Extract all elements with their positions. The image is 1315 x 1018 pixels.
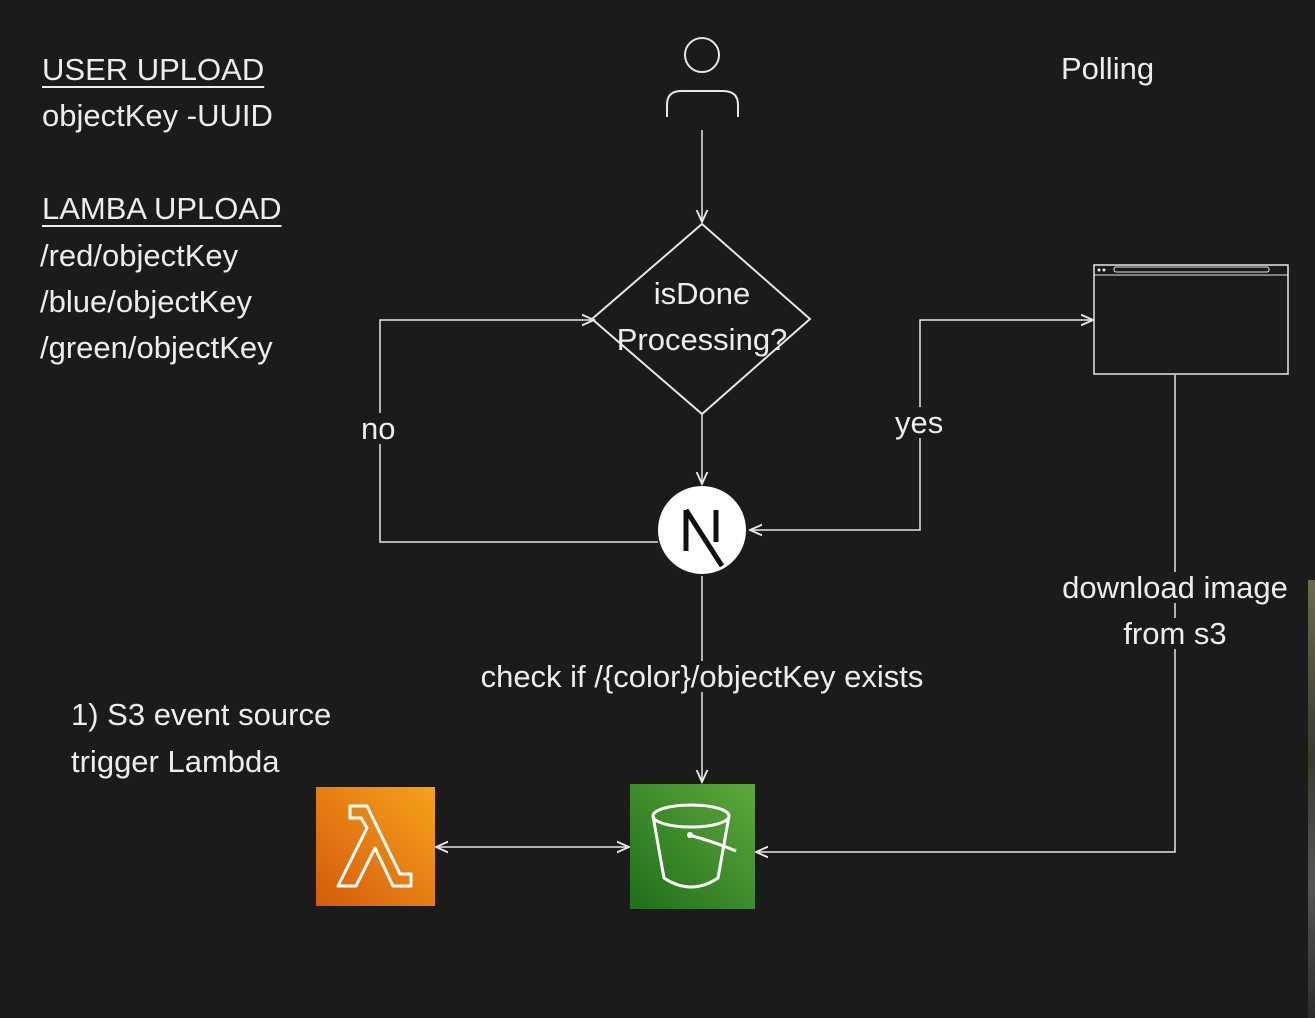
trigger-label-line2: trigger Lambda (71, 744, 280, 779)
aws-s3-bucket-icon (630, 784, 755, 909)
lambda-path-red: /red/objectKey (40, 238, 239, 273)
download-label-line2: from s3 (1045, 618, 1305, 649)
decision-label-line2: Processing? (616, 322, 788, 357)
no-label: no (361, 411, 396, 446)
decision-label-line1: isDone (653, 276, 751, 311)
download-label-line1: download image (1045, 572, 1305, 603)
nextjs-logo (658, 486, 746, 574)
edge-download-from-s3 (756, 375, 1176, 852)
lambda-upload-heading: LAMBA UPLOAD (42, 191, 282, 226)
user-icon (666, 37, 739, 117)
trigger-label-line1: 1) S3 event source (71, 697, 332, 732)
user-upload-heading: USER UPLOAD (42, 52, 265, 87)
polling-label: Polling (1061, 51, 1155, 86)
check-exists-label: check if /{color}/objectKey exists (452, 661, 952, 692)
yes-label: yes (895, 405, 944, 440)
user-upload-key: objectKey -UUID (42, 98, 273, 133)
edge-strip (1308, 580, 1315, 1018)
browser-window-icon (1093, 264, 1289, 375)
decision-diamond (590, 222, 812, 416)
aws-lambda-icon (316, 787, 435, 906)
lambda-path-blue: /blue/objectKey (40, 284, 252, 319)
lambda-path-green: /green/objectKey (40, 330, 273, 365)
